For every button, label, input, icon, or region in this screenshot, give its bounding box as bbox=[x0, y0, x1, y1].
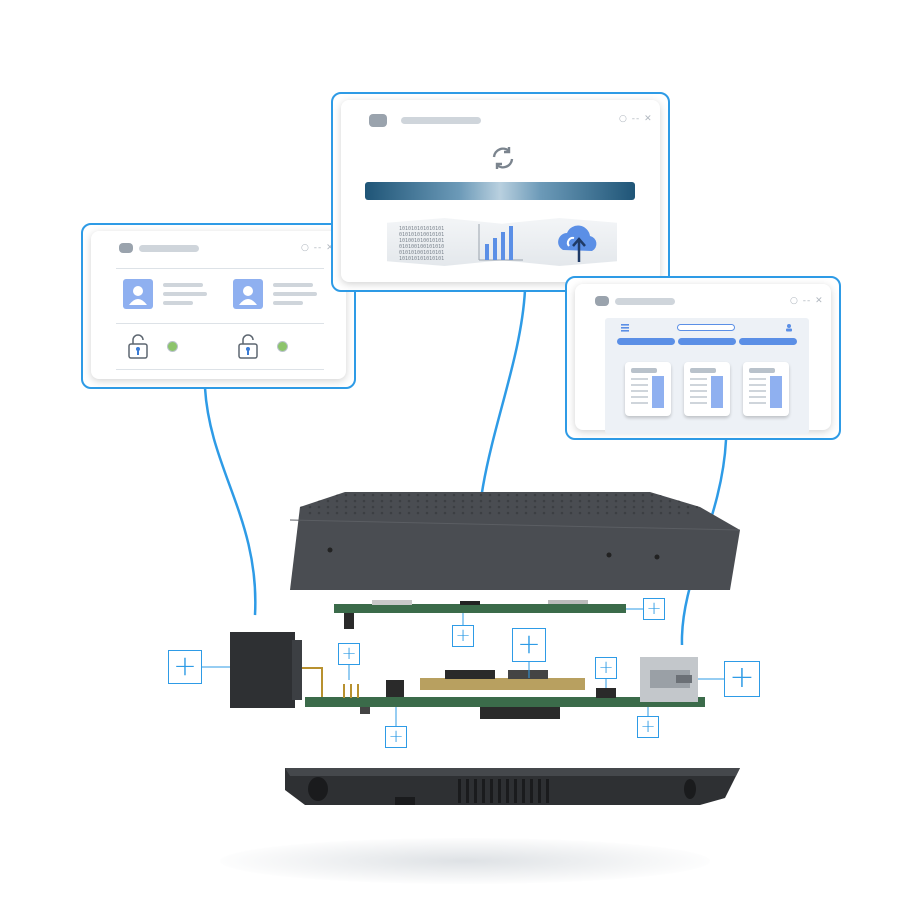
profile-icon[interactable] bbox=[785, 323, 793, 332]
bar-chart-icon bbox=[478, 224, 523, 261]
progress-bar bbox=[365, 182, 635, 200]
divider bbox=[116, 369, 324, 370]
floor-shadow bbox=[220, 838, 710, 884]
hotspot-plus-button[interactable]: + bbox=[168, 650, 202, 684]
dashboard-tile[interactable] bbox=[743, 362, 789, 416]
window-dot-icon bbox=[369, 114, 387, 127]
tab-1[interactable] bbox=[617, 338, 675, 345]
hotspot-plus-button[interactable]: + bbox=[643, 598, 665, 620]
status-dot bbox=[277, 341, 288, 352]
hotspot-plus-button[interactable]: + bbox=[595, 657, 617, 679]
window-dot-icon bbox=[119, 243, 133, 253]
dashboard-panel bbox=[605, 318, 809, 434]
padlock-icon[interactable] bbox=[237, 333, 259, 359]
tab-3[interactable] bbox=[739, 338, 797, 345]
window-title-placeholder bbox=[401, 117, 481, 124]
divider bbox=[116, 268, 324, 269]
hotspot-plus-button[interactable]: + bbox=[338, 643, 360, 665]
window-controls[interactable]: ○ -- ✕ bbox=[619, 114, 653, 124]
binary-block: 101010101010101 010101010010101 10100101… bbox=[399, 226, 445, 262]
search-field[interactable] bbox=[677, 324, 735, 331]
divider bbox=[116, 323, 324, 324]
user-info-lines bbox=[163, 283, 207, 305]
hotspot-plus-button[interactable]: + bbox=[637, 716, 659, 738]
user-lock-window: ○ -- ✕ bbox=[81, 223, 356, 389]
tab-2[interactable] bbox=[678, 338, 736, 345]
user-info-lines bbox=[273, 283, 317, 305]
hamburger-menu-icon[interactable] bbox=[621, 324, 629, 332]
padlock-icon[interactable] bbox=[127, 333, 149, 359]
user-avatar-icon bbox=[233, 279, 263, 309]
sync-upload-window-body: ○ -- ✕ 101010101010101 010101010010101 1… bbox=[341, 100, 660, 282]
hotspot-plus-button[interactable]: + bbox=[452, 625, 474, 647]
dashboard-window-body: ○ -- ✕ bbox=[575, 284, 831, 434]
hotspot-plus-button[interactable]: + bbox=[385, 726, 407, 748]
window-dot-icon bbox=[595, 296, 609, 306]
dashboard-tile[interactable] bbox=[625, 362, 671, 416]
sync-icon[interactable] bbox=[489, 144, 517, 172]
window-controls[interactable]: ○ -- ✕ bbox=[790, 296, 824, 306]
cloud-upload-icon bbox=[558, 225, 597, 262]
sync-upload-window: ○ -- ✕ 101010101010101 010101010010101 1… bbox=[331, 92, 670, 292]
window-title-placeholder bbox=[615, 298, 675, 305]
dashboard-tile[interactable] bbox=[684, 362, 730, 416]
user-avatar-icon bbox=[123, 279, 153, 309]
window-controls[interactable]: ○ -- ✕ bbox=[301, 243, 335, 253]
status-dot bbox=[167, 341, 178, 352]
hotspot-plus-button[interactable]: + bbox=[512, 628, 546, 662]
window-title-placeholder bbox=[139, 245, 199, 252]
user-lock-window-body: ○ -- ✕ bbox=[91, 231, 346, 379]
dashboard-window: ○ -- ✕ bbox=[565, 276, 841, 440]
hotspot-plus-button[interactable]: + bbox=[724, 661, 760, 697]
